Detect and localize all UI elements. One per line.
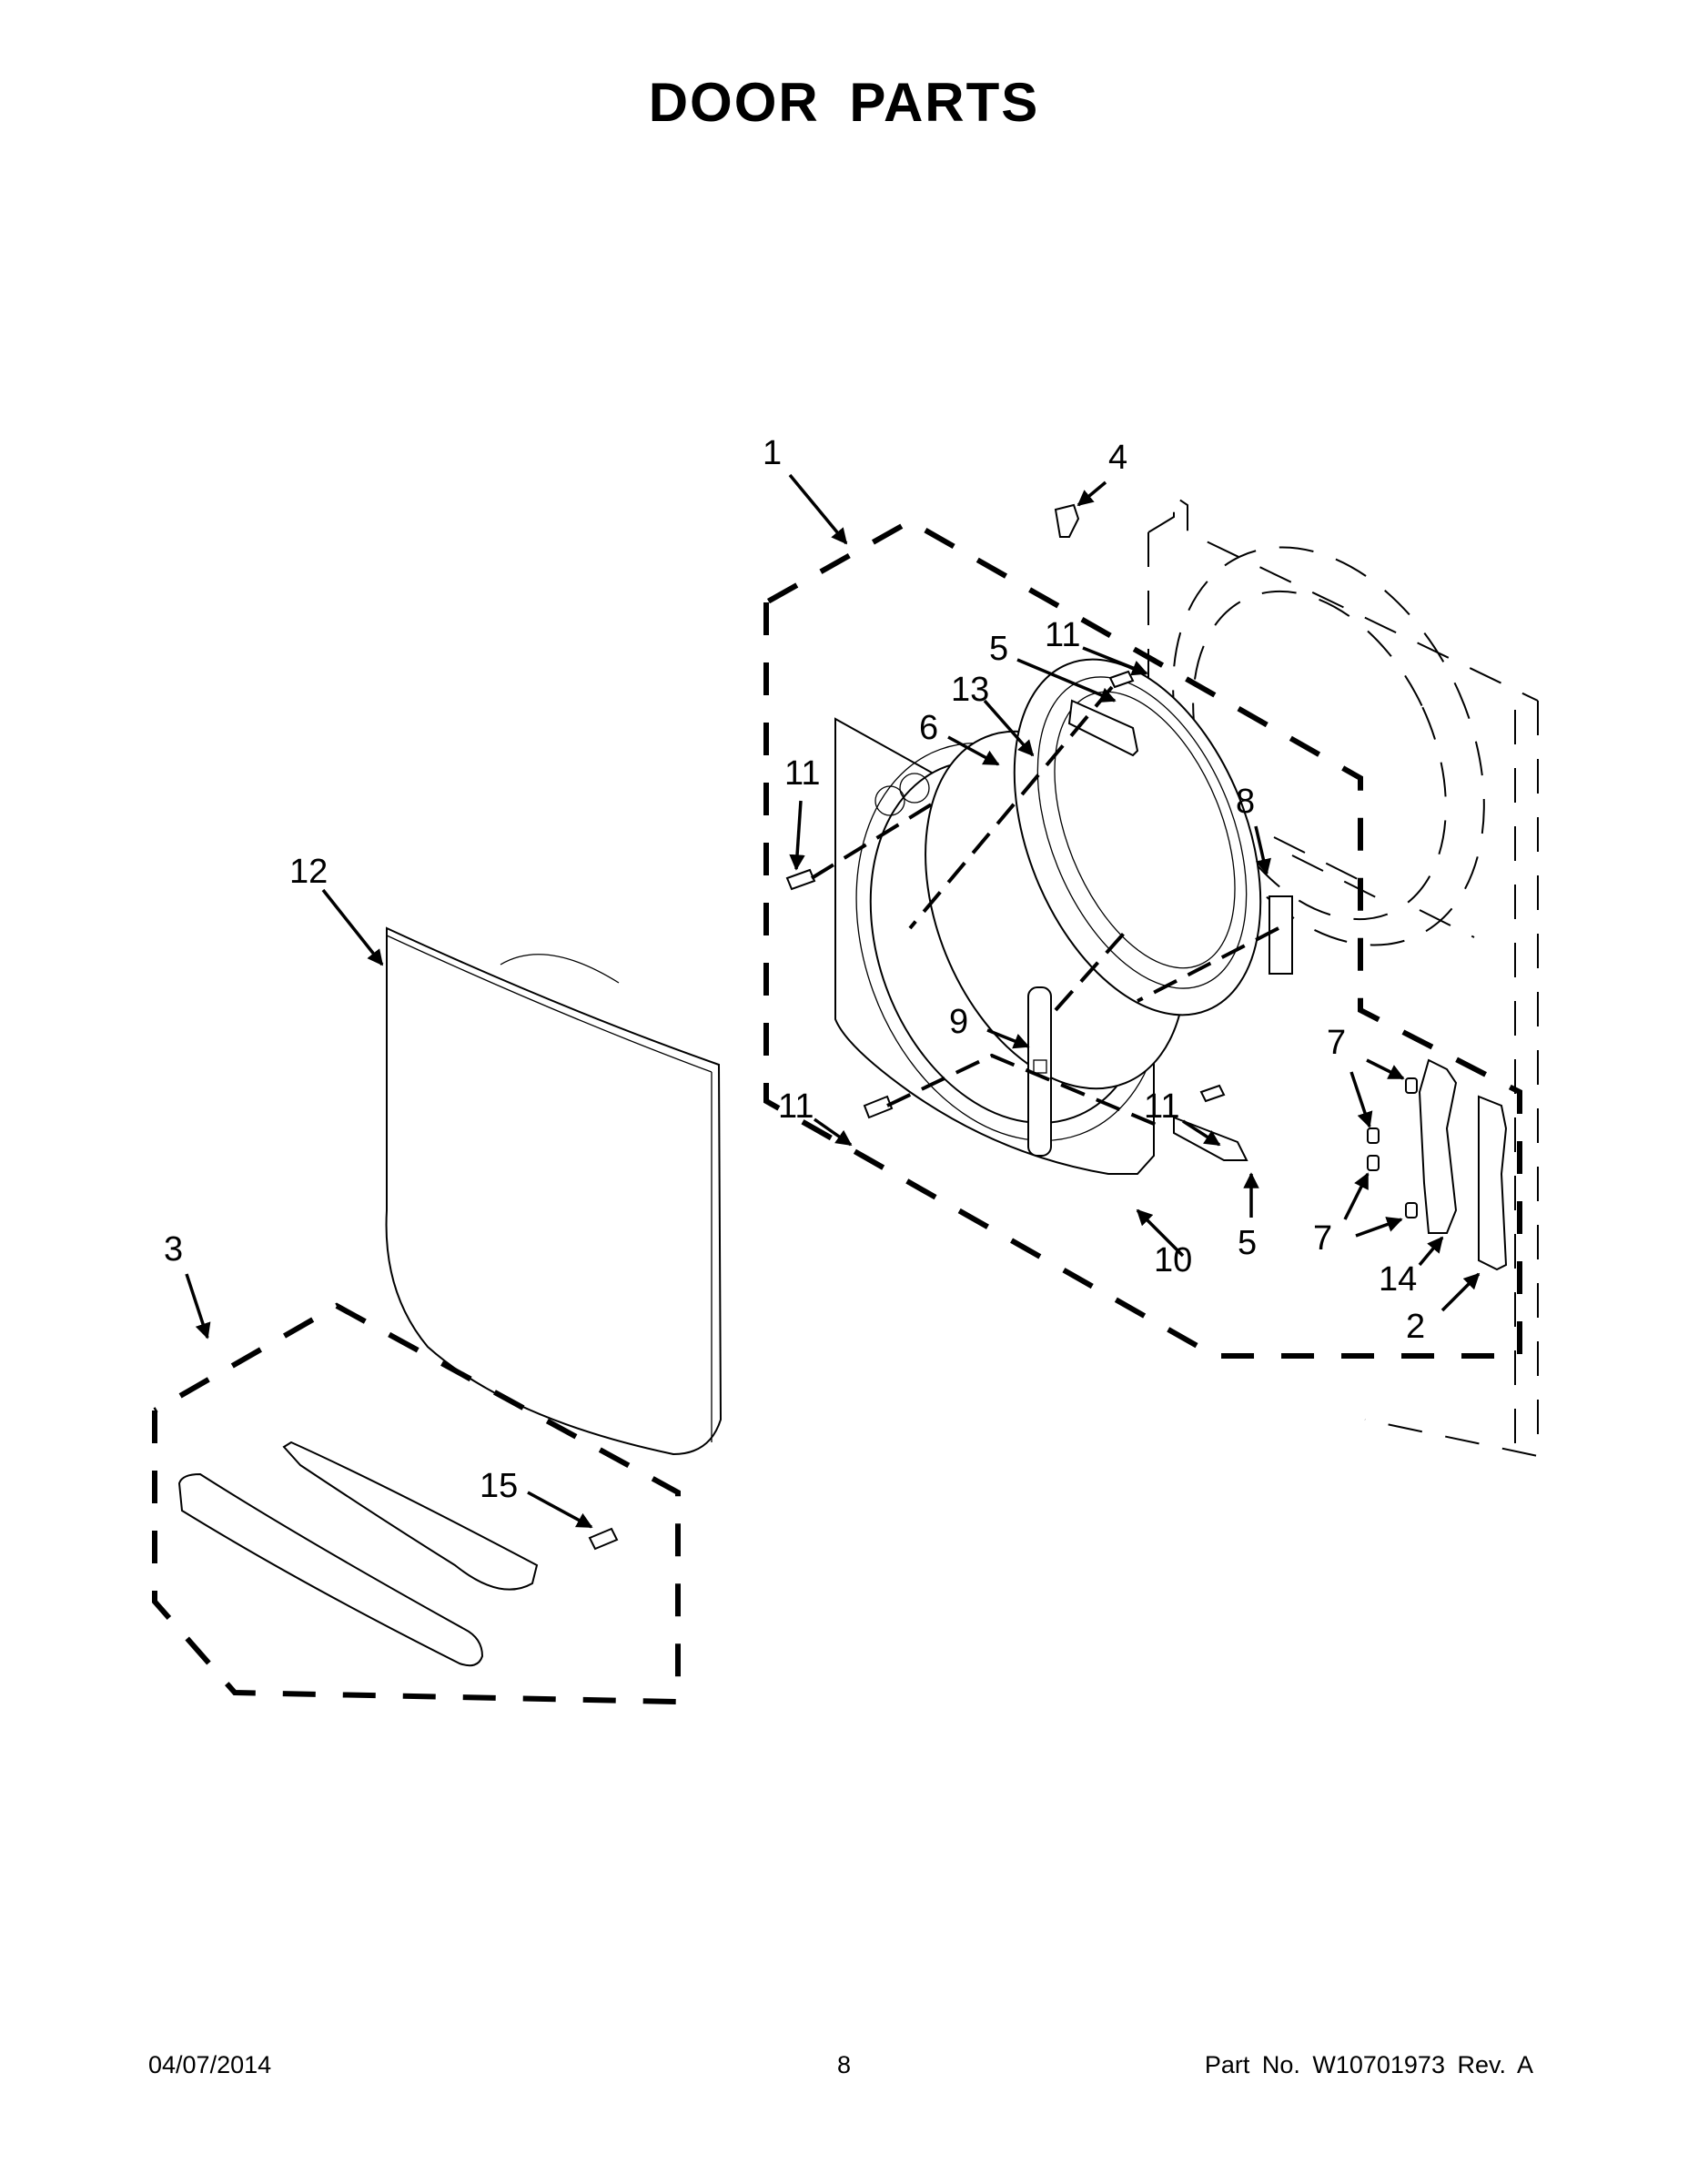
hinge-bracket-part-5-top [1067,699,1139,757]
callout-11-lower-right: 11 [1144,1087,1179,1126]
callout-labels: 1 4 11 5 13 6 11 8 12 9 11 11 10 5 7 7 1… [164,434,1425,1505]
screw-part-15 [588,1527,619,1551]
callout-arrows [185,473,1481,1529]
hinge-receptacle-part-2 [1478,1095,1508,1271]
bushings-part-7 [1367,1077,1418,1218]
callout-10: 10 [1154,1241,1192,1279]
callout-12: 12 [289,853,328,891]
callout-9: 9 [949,1003,968,1041]
callout-11-lower-left: 11 [778,1087,814,1126]
callout-14: 14 [1379,1260,1417,1299]
footer-page-number: 8 [836,2051,852,2078]
callout-7-bottom: 7 [1313,1219,1332,1258]
callout-6: 6 [919,709,938,747]
screw-part-11-top [1108,670,1135,689]
callout-8: 8 [1236,783,1255,821]
assembly-boundary-1 [763,518,1522,1359]
callout-2: 2 [1406,1308,1425,1346]
callout-15: 15 [480,1467,518,1505]
callout-5-top: 5 [989,630,1008,668]
clip-part-4 [1054,503,1080,538]
callout-7-top: 7 [1327,1024,1346,1062]
callout-5-bottom: 5 [1238,1224,1257,1262]
outer-door-panel-part-12 [385,926,723,1456]
screw-part-11-lower-right [1199,1084,1226,1103]
hinge-plate-part-8 [1269,895,1293,975]
assembly-leaders [810,685,1279,1130]
footer-date: 04/07/2014 [148,2051,272,2078]
assembly-boundary-3 [152,1302,681,1705]
screw-part-11-lower-left [863,1095,894,1119]
callout-11-top: 11 [1045,616,1080,654]
handle-part-3 [177,1441,539,1667]
callout-11-left: 11 [784,754,820,793]
hinge-part-14 [1418,1058,1458,1234]
inner-door-part-13 [1013,658,1262,1016]
callout-1: 1 [763,434,782,472]
callout-4: 4 [1108,439,1127,477]
callout-13: 13 [951,671,989,709]
page-title: DOOR PARTS [648,72,1040,133]
screw-part-11-left [785,868,816,891]
callout-3: 3 [164,1230,183,1269]
footer-part-number: Part No. W10701973 Rev. A [1204,2051,1533,2078]
